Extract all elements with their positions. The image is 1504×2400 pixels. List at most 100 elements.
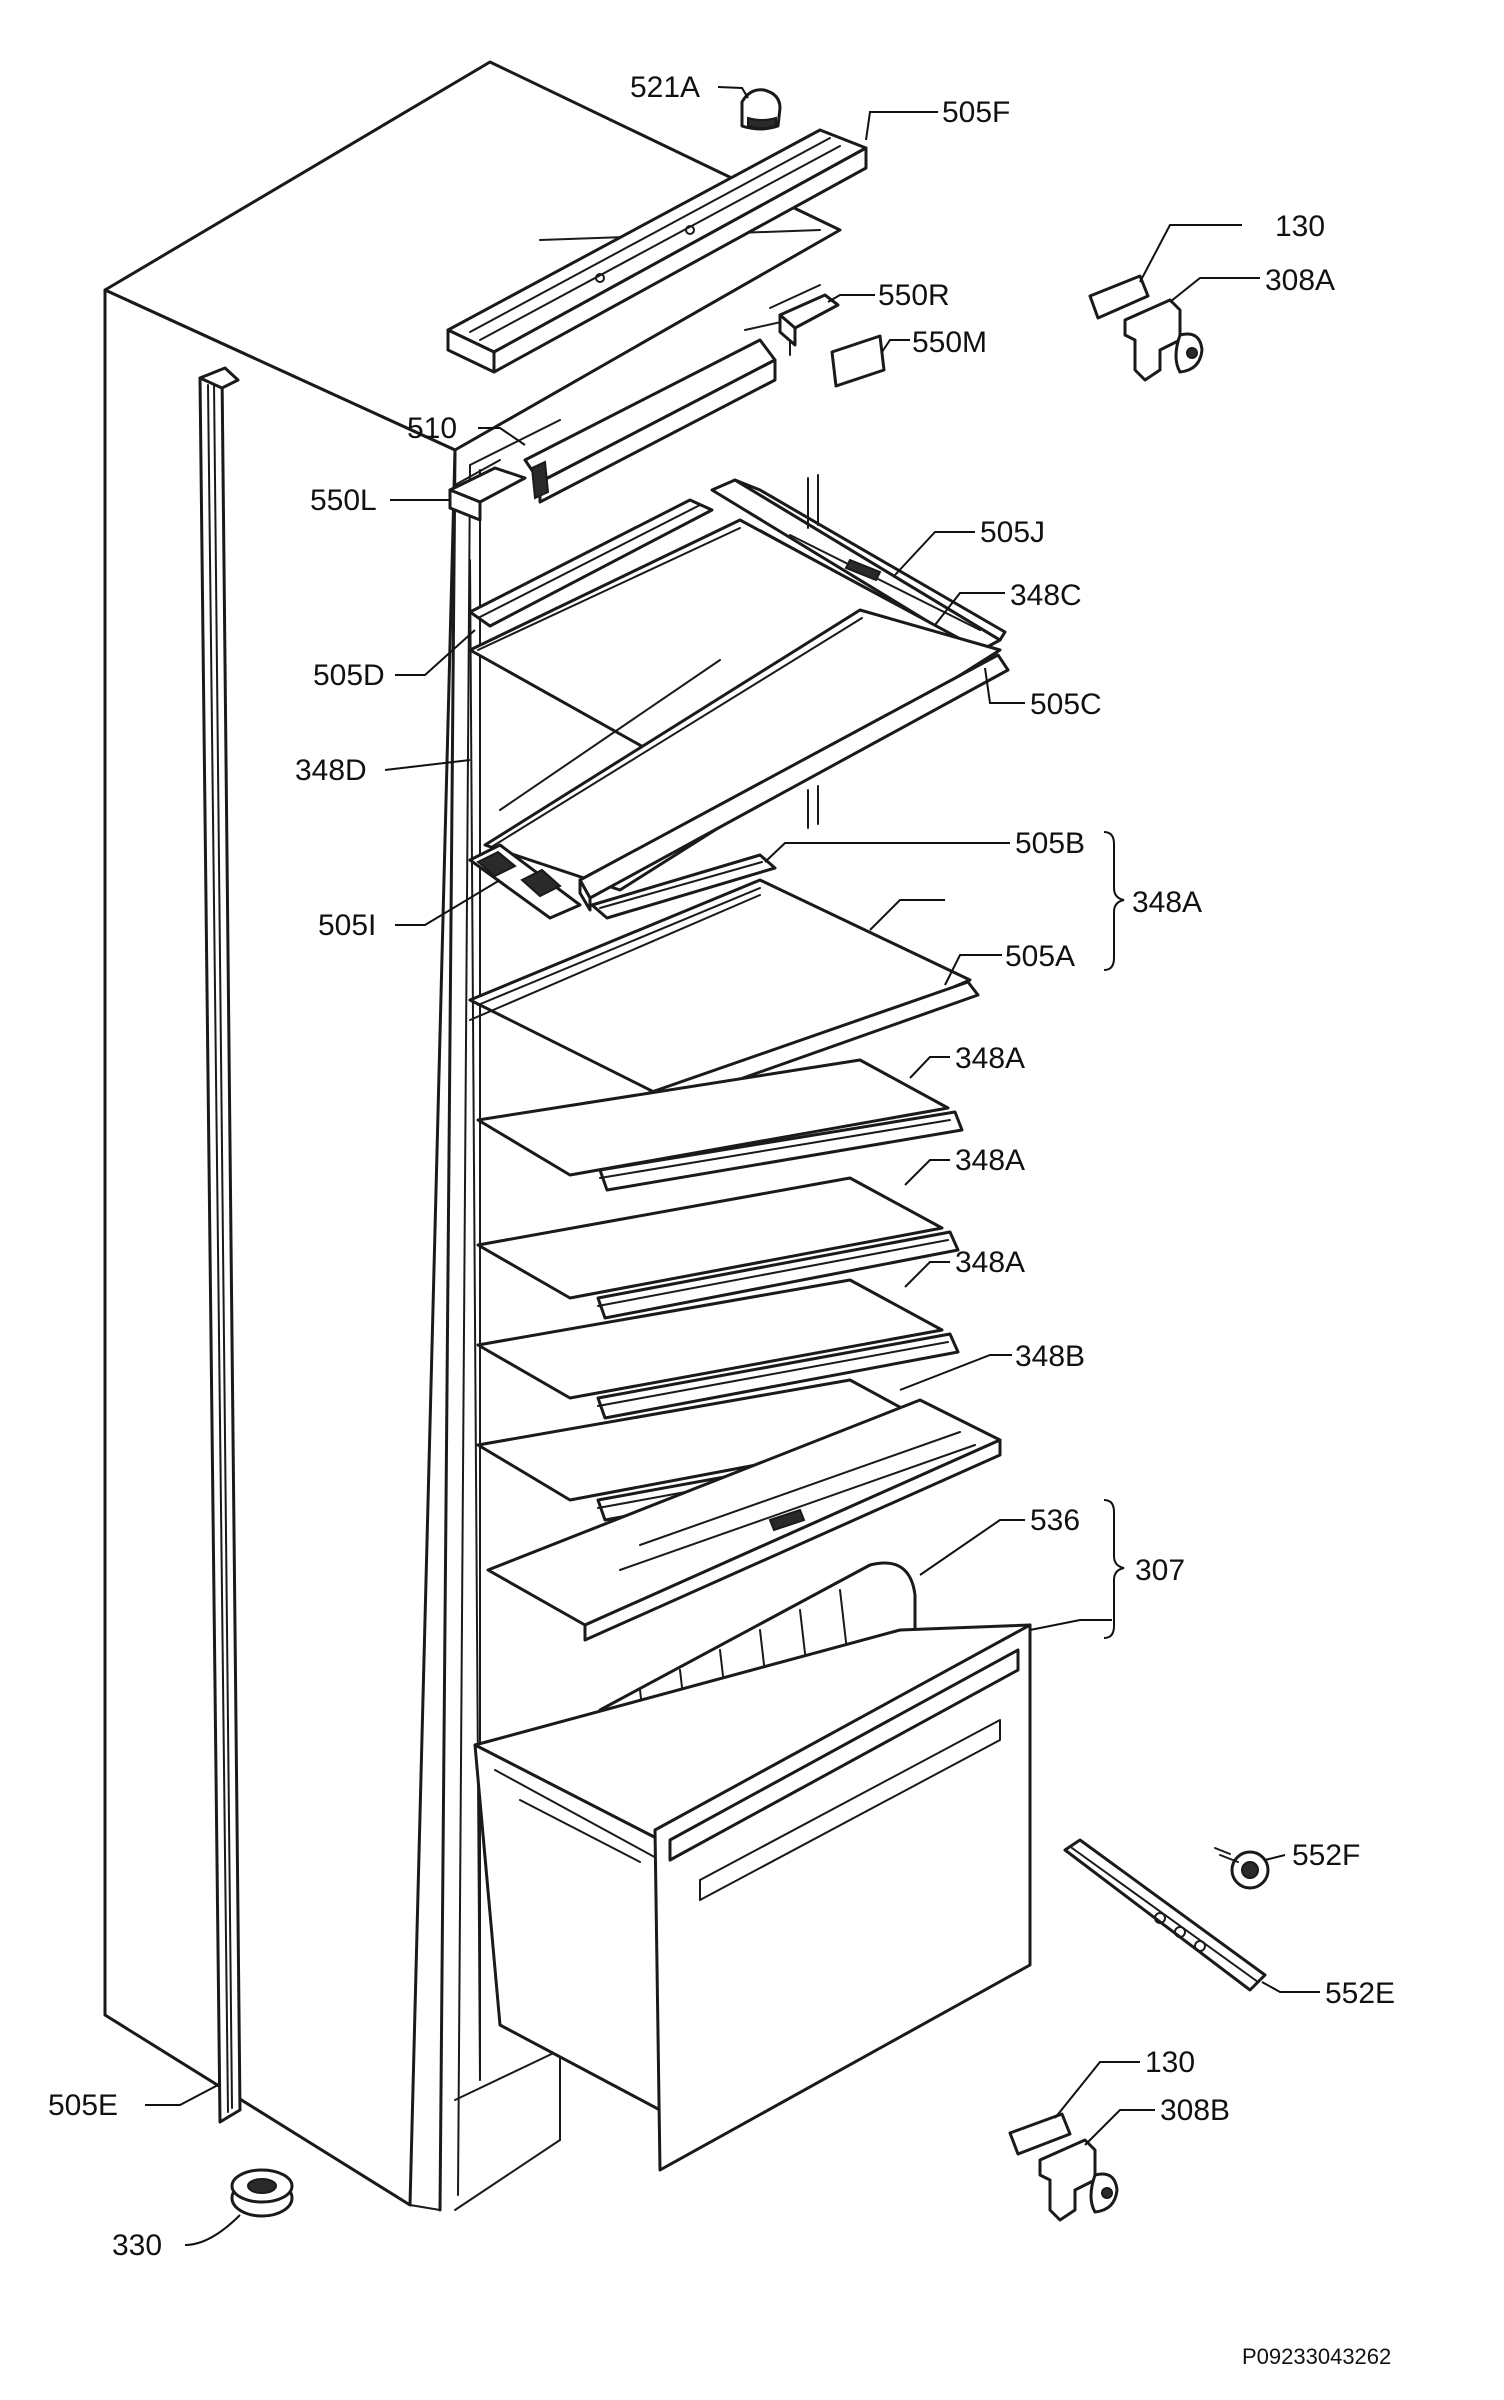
crisper-drawer-307 xyxy=(473,1561,1032,2172)
shelf-side-rail-505I xyxy=(468,843,582,920)
shelf-trim-505B xyxy=(590,853,777,920)
cabinet-left-side xyxy=(103,288,457,2207)
hinge-308A xyxy=(1123,298,1204,382)
label-505B: 505B xyxy=(1015,827,1085,860)
leader-536 xyxy=(919,1519,1025,1576)
light-housing-510 xyxy=(523,319,791,504)
cabinet-body xyxy=(103,60,842,2212)
brace-307-group xyxy=(1103,1499,1125,1639)
light-cover-550R xyxy=(769,284,840,347)
shelf-front-trim-505C xyxy=(578,653,1010,912)
label-348B: 348B xyxy=(1015,1340,1085,1373)
door-gasket-505E xyxy=(198,366,242,2124)
label-130-bottom: 130 xyxy=(1145,2046,1195,2079)
leader-348B xyxy=(899,1354,1012,1391)
top-rail-505F xyxy=(446,128,868,374)
label-505I: 505I xyxy=(318,909,376,942)
glass-shelf-348C xyxy=(483,608,1002,892)
label-550L: 550L xyxy=(310,484,377,517)
leader-505D xyxy=(395,629,476,676)
leader-550M xyxy=(881,339,910,353)
leader-130-bottom xyxy=(1054,2061,1140,2119)
hinge-308B xyxy=(1038,2138,1119,2222)
hinge-cover-130-top xyxy=(1088,274,1150,320)
cabinet-bottom-edge xyxy=(454,2139,561,2211)
label-521A: 521A xyxy=(630,71,700,104)
label-348A-3: 348A xyxy=(955,1246,1025,1279)
door-bar-552E xyxy=(1063,1838,1267,1992)
leader-308B xyxy=(1084,2109,1155,2146)
crisper-cover-536 xyxy=(486,1398,1002,1642)
label-348A-2: 348A xyxy=(955,1144,1025,1177)
glass-shelf-348A-top xyxy=(468,878,972,1107)
cabinet-front-left-edge xyxy=(438,448,457,2212)
rear-support-lines xyxy=(807,474,819,829)
part-labels: 521A 505F 130 308A 550R 550M 510 550L 50… xyxy=(48,71,1395,2262)
label-348C: 348C xyxy=(1010,579,1082,612)
label-307: 307 xyxy=(1135,1554,1185,1587)
label-505E: 505E xyxy=(48,2089,118,2122)
label-550R: 550R xyxy=(878,279,950,312)
label-505F: 505F xyxy=(942,96,1010,129)
leader-505A xyxy=(944,954,1002,986)
cabinet-rail xyxy=(469,559,481,2081)
leader-307 xyxy=(1029,1619,1112,1631)
drawing-code: P09233043262 xyxy=(1242,2344,1391,2369)
label-330: 330 xyxy=(112,2229,162,2262)
leader-521A xyxy=(717,86,749,99)
leader-348A-1 xyxy=(909,1056,950,1079)
leader-552E xyxy=(1261,1981,1320,1993)
glass-shelf-348A-3 xyxy=(476,1278,960,1420)
label-505C: 505C xyxy=(1030,688,1102,721)
adjustable-foot-330 xyxy=(230,2168,294,2218)
light-cover-550L xyxy=(448,459,527,522)
leader-348D xyxy=(384,759,471,771)
label-552F: 552F xyxy=(1292,1839,1360,1872)
label-536: 536 xyxy=(1030,1504,1080,1537)
leader-348A-top xyxy=(869,899,945,931)
label-348D: 348D xyxy=(295,754,367,787)
label-308B: 308B xyxy=(1160,2094,1230,2127)
label-505J: 505J xyxy=(980,516,1045,549)
label-348A-1: 348A xyxy=(955,1042,1025,1075)
shelf-frame-505D xyxy=(468,498,714,628)
clip-521A xyxy=(740,88,782,131)
label-552E: 552E xyxy=(1325,1977,1395,2010)
label-348A-group: 348A xyxy=(1132,886,1202,919)
cabinet-inner-top-edge xyxy=(469,419,561,466)
leader-505J xyxy=(894,531,975,576)
leader-lines xyxy=(145,86,1320,2246)
label-505D: 505D xyxy=(313,659,385,692)
label-550M: 550M xyxy=(912,326,987,359)
leader-510 xyxy=(478,427,526,446)
leader-330 xyxy=(184,2214,241,2246)
leader-130-top xyxy=(1139,224,1242,283)
drawer-handle xyxy=(668,1648,1020,1862)
label-130-top: 130 xyxy=(1275,210,1325,243)
label-308A: 308A xyxy=(1265,264,1335,297)
leader-552F xyxy=(1264,1854,1286,1861)
label-510: 510 xyxy=(407,412,457,445)
cabinet-plinth xyxy=(454,2049,561,2141)
leader-505E xyxy=(145,2084,219,2106)
leader-505C xyxy=(984,667,1025,704)
leader-550R xyxy=(827,294,875,303)
light-diffuser-550M xyxy=(830,334,886,388)
leader-505B xyxy=(764,842,1010,863)
label-505A: 505A xyxy=(1005,940,1075,973)
leader-505F xyxy=(865,111,938,141)
drawer-front xyxy=(653,1623,1032,2172)
screw-552F xyxy=(1214,1847,1270,1890)
leader-348C xyxy=(934,592,1005,626)
hinge-cover-130-bottom xyxy=(1008,2112,1072,2156)
leader-348A-3 xyxy=(904,1261,950,1288)
brace-348A-group xyxy=(1103,831,1125,971)
glass-shelf-348A-1 xyxy=(476,1058,964,1192)
cabinet-bottom-corner xyxy=(409,2204,441,2211)
cabinet-front-inner-edge xyxy=(457,464,471,2196)
braces xyxy=(1103,831,1125,1639)
leader-505I xyxy=(395,879,501,926)
glass-shelf-348A-2 xyxy=(476,1176,960,1320)
leader-308A xyxy=(1169,277,1260,303)
